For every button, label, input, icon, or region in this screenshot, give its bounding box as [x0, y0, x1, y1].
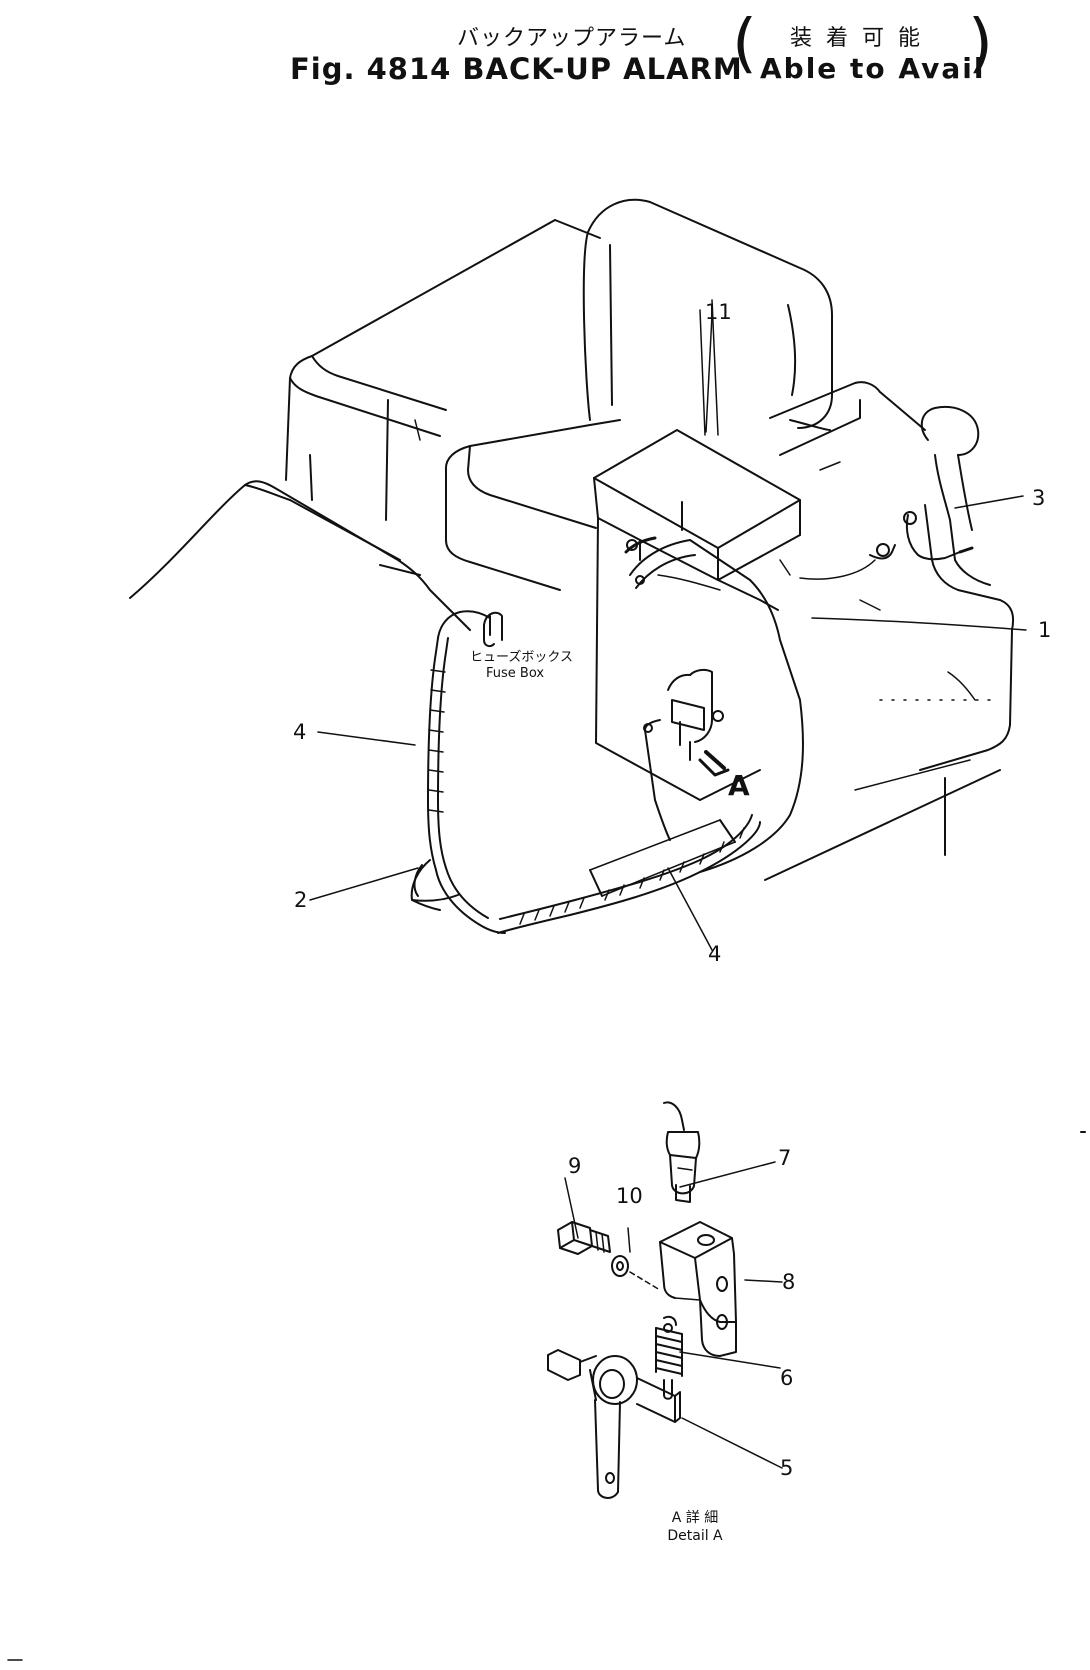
part-8-bracket: [659, 1221, 737, 1357]
cab-rear-frame: [285, 219, 601, 521]
connector-item-3: [799, 511, 974, 580]
callout-4-upper: 4: [293, 720, 307, 744]
callout-6: 6: [780, 1366, 794, 1390]
callout-5: 5: [780, 1456, 794, 1480]
part-9-bolt: [557, 1221, 611, 1255]
electrical-box: [593, 429, 801, 581]
title-japanese: バックアップアラーム: [457, 26, 687, 51]
part-5-lever: [547, 1349, 681, 1499]
left-parenthesis: (: [732, 7, 757, 81]
wire-item-2: [410, 859, 459, 911]
leader-lines: [309, 314, 1027, 1469]
part-7-switch: [663, 1101, 701, 1203]
callout-2: 2: [294, 888, 308, 912]
callout-10: 10: [616, 1184, 643, 1208]
callout-8: 8: [782, 1270, 796, 1294]
seat-cushion: [444, 419, 831, 591]
callout-9: 9: [568, 1154, 582, 1178]
detail-a-caption: Detail A: [667, 1528, 723, 1544]
figure-title-availability: Able to Avail: [760, 52, 986, 85]
fender-outline: [129, 480, 471, 631]
callout-4-lower: 4: [708, 942, 722, 966]
detail-a-caption-japanese: A 詳 細: [671, 1510, 719, 1526]
harness-item-4-lower: [497, 814, 761, 934]
right-parenthesis: ): [968, 7, 993, 81]
detail-a-exploded: [547, 1101, 737, 1499]
floor-outline: [764, 759, 1001, 881]
detail-a-location: [643, 668, 730, 841]
harness-item-4-upper: [427, 610, 506, 934]
callout-7: 7: [778, 1146, 792, 1170]
seat-backrest: [582, 198, 833, 436]
part-10-washer: [611, 1255, 661, 1291]
fuse-box-label-japanese: ヒューズボックス: [470, 650, 573, 665]
callout-1: 1: [1038, 618, 1052, 642]
fuse-box-label: Fuse Box: [486, 666, 545, 681]
callout-3: 3: [1032, 486, 1046, 510]
figure-title: Fig. 4814 BACK-UP ALARM: [290, 52, 743, 86]
console-side-panel: [595, 517, 779, 801]
view-a-marker: A: [728, 769, 750, 802]
part-6-spring: [655, 1315, 683, 1400]
callout-11: 11: [705, 300, 732, 324]
title-japanese-availability: 装着可能: [790, 26, 935, 51]
fuse-box-symbol: [483, 611, 503, 648]
harness-item-1: [624, 536, 804, 873]
control-lever: [920, 406, 991, 586]
